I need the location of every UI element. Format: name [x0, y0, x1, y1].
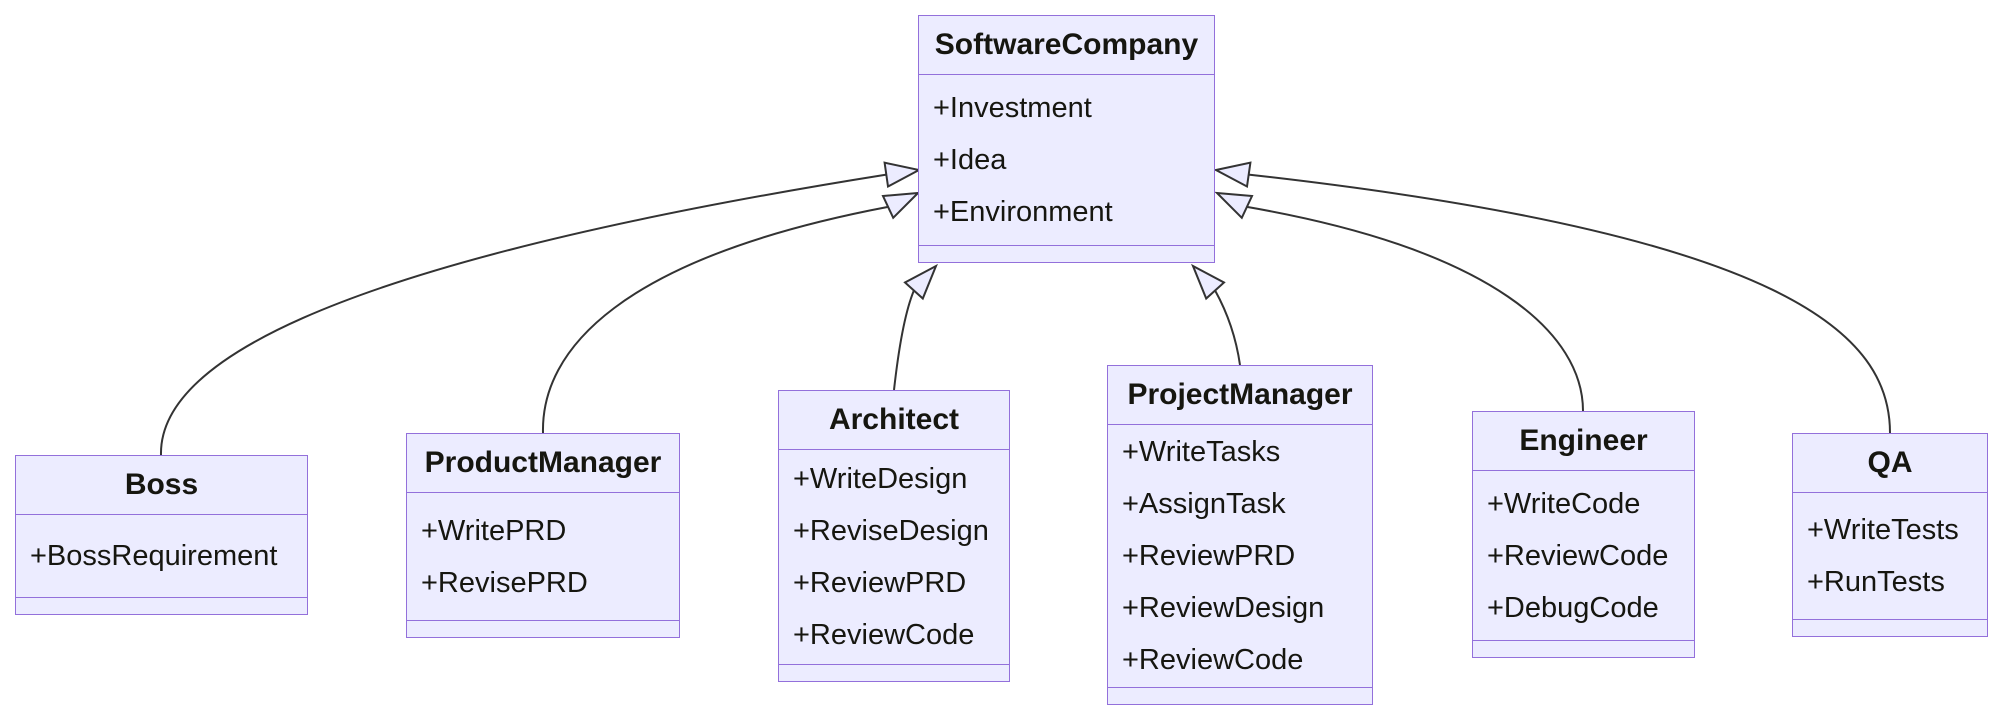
class-attribute: +WriteTests — [1807, 514, 1959, 546]
edge-line-architect — [893, 290, 915, 391]
class-boss: Boss +BossRequirement — [15, 455, 308, 615]
class-attribute: +DebugCode — [1487, 591, 1659, 624]
class-attribute: +BossRequirement — [30, 540, 278, 572]
inheritance-arrowhead-engineer — [1214, 191, 1254, 220]
edge-engineer-softwarecompany — [1214, 191, 1584, 412]
class-title: Architect — [779, 391, 1009, 450]
class-methods-empty — [1793, 619, 1987, 636]
edge-qa-softwarecompany — [1213, 161, 1891, 434]
class-title: Boss — [16, 456, 307, 515]
edge-line-productmanager — [541, 205, 889, 434]
edge-line-projectmanager — [1214, 290, 1241, 366]
class-attribute: +ReviewPRD — [793, 567, 967, 599]
class-attribute: +ReviewPRD — [1122, 540, 1296, 572]
class-attributes: +WriteTests +RunTests — [1793, 493, 1987, 619]
class-attribute: +WritePRD — [421, 514, 567, 547]
edge-line-engineer — [1246, 205, 1584, 412]
inheritance-arrowhead-qa — [1213, 161, 1252, 189]
class-methods-empty — [16, 597, 307, 614]
inheritance-arrowhead-projectmanager — [1191, 263, 1226, 301]
class-methods-empty — [1473, 640, 1694, 657]
class-attributes: +BossRequirement — [16, 515, 307, 597]
class-title: QA — [1793, 434, 1987, 493]
class-attribute: +RunTests — [1807, 566, 1945, 598]
class-methods-empty — [919, 245, 1214, 262]
class-attribute: +Idea — [933, 144, 1007, 176]
class-attributes: +WriteDesign +ReviseDesign +ReviewPRD +R… — [779, 450, 1009, 664]
class-attribute: +AssignTask — [1122, 488, 1286, 520]
class-attributes: +WriteTasks +AssignTask +ReviewPRD +Revi… — [1108, 425, 1372, 687]
class-productmanager: ProductManager +WritePRD +RevisePRD — [406, 433, 680, 638]
class-attribute: +ReviewDesign — [1122, 592, 1325, 624]
edge-boss-softwarecompany — [159, 161, 922, 456]
class-attributes: +WriteCode +ReviewCode +DebugCode — [1473, 471, 1694, 640]
class-attribute: +ReviewCode — [793, 619, 975, 651]
class-attributes: +WritePRD +RevisePRD — [407, 493, 679, 620]
class-title: ProjectManager — [1108, 366, 1372, 425]
class-projectmanager: ProjectManager +WriteTasks +AssignTask +… — [1107, 365, 1373, 705]
edge-projectmanager-softwarecompany — [1191, 263, 1241, 366]
class-methods-empty — [779, 664, 1009, 681]
class-qa: QA +WriteTests +RunTests — [1792, 433, 1988, 637]
class-attribute: +Investment — [933, 92, 1092, 124]
class-engineer: Engineer +WriteCode +ReviewCode +DebugCo… — [1472, 411, 1695, 658]
class-attribute: +WriteDesign — [793, 463, 968, 495]
edge-line-boss — [159, 173, 887, 456]
class-attribute: +RevisePRD — [421, 566, 588, 599]
inheritance-arrowhead-boss — [883, 161, 922, 189]
edge-line-qa — [1248, 173, 1891, 434]
class-title: Engineer — [1473, 412, 1694, 471]
inheritance-arrowhead-productmanager — [881, 191, 921, 220]
class-architect: Architect +WriteDesign +ReviseDesign +Re… — [778, 390, 1010, 682]
edge-architect-softwarecompany — [893, 263, 938, 391]
class-softwarecompany: SoftwareCompany +Investment +Idea +Envir… — [918, 15, 1215, 263]
edge-productmanager-softwarecompany — [541, 191, 921, 434]
class-attribute: +Environment — [933, 196, 1113, 228]
class-title: SoftwareCompany — [919, 16, 1214, 75]
class-methods-empty — [407, 620, 679, 637]
class-title: ProductManager — [407, 434, 679, 493]
class-attribute: +WriteCode — [1487, 487, 1641, 520]
class-methods-empty — [1108, 687, 1372, 704]
inheritance-arrowhead-architect — [903, 263, 938, 301]
class-attribute: +ReviseDesign — [793, 515, 989, 547]
class-attribute: +WriteTasks — [1122, 436, 1281, 468]
class-attribute: +ReviewCode — [1122, 644, 1304, 676]
class-attributes: +Investment +Idea +Environment — [919, 75, 1214, 245]
class-attribute: +ReviewCode — [1487, 539, 1669, 572]
